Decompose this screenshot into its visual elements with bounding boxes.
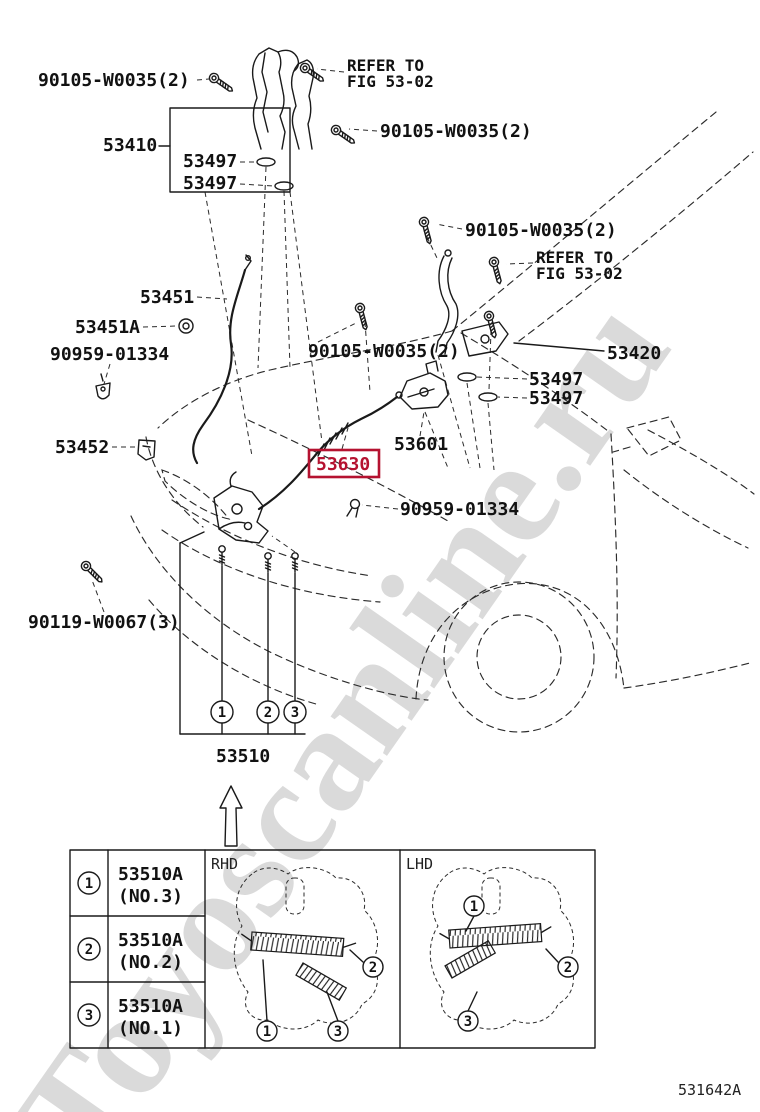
clip-icon-90959-left [95,373,111,400]
marker-2: 2 [362,956,384,978]
hood-latch-53510 [213,471,269,544]
callout-connector [513,342,605,352]
leader-lines [91,68,534,613]
part-label-53630-highlighted[interactable]: 53630 [316,454,370,475]
bolt-icon [417,215,435,246]
legend-part-number[interactable]: 53510A [118,864,183,885]
part-label-53601[interactable]: 53601 [394,434,448,455]
part-label-90959-left[interactable]: 90959-01334 [50,344,169,365]
bolt-icon [78,558,106,586]
svg-text:2: 2 [369,960,377,976]
part-label-53452[interactable]: 53452 [55,437,109,458]
rhd-panel: RHD 2 1 [211,855,384,1042]
rhd-label: RHD [211,855,238,873]
spring-small [295,962,348,1001]
part-label-53497-right-1[interactable]: 53497 [529,369,583,390]
part-label-90105-top-right[interactable]: 90105-W0035(2) [380,121,532,142]
svg-text:3: 3 [464,1014,472,1030]
clip-icon-90959-center [346,498,361,518]
legend-table: 1 53510A (NO.3) 2 53510A (NO.2) 3 53510A… [69,849,596,1049]
part-label-53451a[interactable]: 53451A [75,317,140,338]
bolt-icon [206,70,236,96]
svg-text:3: 3 [334,1024,342,1040]
marker-1: 1 [256,1020,278,1042]
legend-row: 1 53510A (NO.3) [77,864,183,907]
part-label-90959-center[interactable]: 90959-01334 [400,499,519,520]
spring-large [241,931,357,958]
legend-part-number[interactable]: 53510A [118,996,183,1017]
refer-note-top-line1[interactable]: REFER TO [347,56,424,75]
svg-text:1: 1 [218,705,226,721]
part-label-53510[interactable]: 53510 [216,746,270,767]
bolt-icon [353,301,371,332]
refer-note-right-line2[interactable]: FIG 53-02 [536,264,623,283]
svg-text:2: 2 [264,705,272,721]
callout-box-53410 [169,107,291,193]
part-label-53497-top-1[interactable]: 53497 [183,151,237,172]
marker-1: 1 [210,700,234,724]
refer-note-right-line1[interactable]: REFER TO [536,248,613,267]
screw-icon [291,552,299,573]
marker-1: 1 [463,895,485,917]
part-label-90119[interactable]: 90119-W0067(3) [28,612,180,633]
marker-stems [179,531,306,735]
part-label-90105-right[interactable]: 90105-W0035(2) [465,220,617,241]
rod-53451 [192,254,252,465]
marker-3: 3 [457,1010,479,1032]
clip-icon-53452 [137,439,156,461]
legend-part-note: (NO.1) [118,1018,183,1039]
up-arrow [219,785,243,847]
part-label-90105-center[interactable]: 90105-W0035(2) [308,341,460,362]
svg-text:1: 1 [263,1024,271,1040]
legend-part-note: (NO.2) [118,952,183,973]
washer-icon [256,157,276,167]
marker-3: 3 [327,1020,349,1042]
diagram-code: 531642A [678,1081,741,1099]
part-label-53497-right-2[interactable]: 53497 [529,388,583,409]
bolt-icon [487,255,505,286]
part-label-53410[interactable]: 53410 [103,135,157,156]
part-label-53451[interactable]: 53451 [140,287,194,308]
marker-2: 2 [557,956,579,978]
lhd-panel: LHD 1 2 [406,855,579,1032]
bolt-icon [328,122,358,148]
svg-text:2: 2 [564,960,572,976]
washer-icon [274,181,294,191]
refer-note-top-line2[interactable]: FIG 53-02 [347,72,434,91]
bracket-53410-assembly [251,47,315,150]
legend-row: 3 53510A (NO.1) [77,996,183,1039]
part-label-53497-top-2[interactable]: 53497 [183,173,237,194]
lhd-label: LHD [406,855,433,873]
highlight-box-53630 [307,448,381,479]
svg-text:2: 2 [85,942,93,958]
spring-large [439,922,552,949]
car-outline [130,111,755,733]
part-label-53420[interactable]: 53420 [607,343,661,364]
washer-icon [478,392,498,402]
legend-part-note: (NO.3) [118,886,183,907]
marker-2: 2 [256,700,280,724]
grommet-icon-53451a [178,318,194,334]
legend-row: 2 53510A (NO.2) [77,930,183,973]
lever-53601 [399,360,449,410]
part-label-90105-top-left[interactable]: 90105-W0035(2) [38,70,190,91]
svg-text:3: 3 [291,705,299,721]
spring-small [444,940,497,979]
svg-text:1: 1 [470,899,478,915]
marker-3: 3 [283,700,307,724]
svg-text:1: 1 [85,876,93,892]
screw-icon [264,552,272,573]
legend-part-number[interactable]: 53510A [118,930,183,951]
washer-icon [457,372,477,382]
svg-text:3: 3 [85,1008,93,1024]
